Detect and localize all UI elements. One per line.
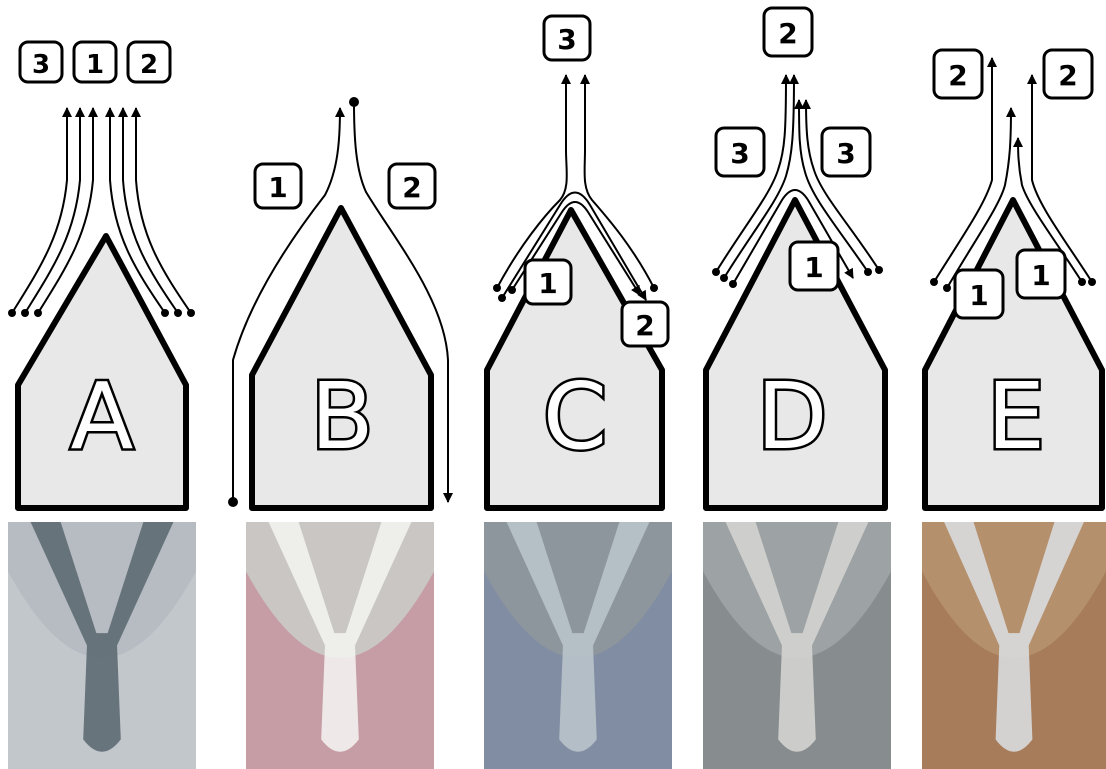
panel-b: B 1 2 (228, 97, 448, 508)
panel-d-badge-4: 1 (790, 242, 838, 290)
svg-text:1: 1 (1031, 259, 1050, 292)
svg-text:2: 2 (402, 171, 421, 204)
svg-text:2: 2 (140, 50, 158, 80)
panel-a-letter: A (71, 363, 134, 470)
svg-text:1: 1 (268, 171, 287, 204)
panel-c-letter: C (543, 363, 607, 470)
svg-text:2: 2 (778, 17, 797, 50)
svg-text:3: 3 (836, 137, 855, 170)
panel-d-badge-1: 2 (764, 8, 812, 56)
panel-e-letter: E (987, 363, 1045, 470)
svg-text:2: 2 (635, 309, 654, 342)
panel-a: A 3 1 2 (8, 42, 195, 508)
panel-e-badge-4: 1 (1017, 250, 1065, 298)
panel-d-letter: D (757, 363, 828, 470)
photo-e (922, 522, 1106, 769)
panel-e: E 2 2 1 1 (925, 50, 1102, 508)
panel-c-badge-1: 3 (544, 16, 590, 60)
photo-a (8, 522, 196, 769)
svg-text:2: 2 (1058, 59, 1077, 92)
svg-text:3: 3 (32, 50, 50, 80)
svg-text:3: 3 (557, 23, 576, 56)
svg-text:1: 1 (969, 279, 988, 312)
panel-b-badge-1: 1 (255, 164, 301, 208)
svg-text:3: 3 (730, 137, 749, 170)
svg-text:2: 2 (948, 59, 967, 92)
panel-e-badge-3: 1 (955, 270, 1003, 318)
panel-e-badge-2: 2 (1044, 50, 1092, 98)
panel-d: D 2 3 3 1 (706, 8, 885, 508)
panel-a-badge-3: 2 (128, 42, 170, 82)
panel-b-badge-2: 2 (389, 164, 435, 208)
panel-c: C 3 1 2 (487, 16, 668, 508)
svg-text:1: 1 (538, 267, 557, 300)
panel-a-badge-2: 1 (74, 42, 116, 82)
panel-a-badge-1: 3 (20, 42, 62, 82)
svg-text:1: 1 (804, 251, 823, 284)
panel-b-letter: B (310, 363, 373, 470)
photo-d (703, 522, 891, 769)
svg-text:1: 1 (86, 50, 104, 80)
photo-b (246, 522, 434, 769)
panel-d-badge-2: 3 (716, 128, 764, 176)
panel-c-badge-2: 1 (525, 260, 571, 304)
panel-c-badge-3: 2 (622, 302, 668, 346)
panel-d-badge-3: 3 (822, 128, 870, 176)
panel-e-badge-1: 2 (934, 50, 982, 98)
photo-c (484, 522, 672, 769)
